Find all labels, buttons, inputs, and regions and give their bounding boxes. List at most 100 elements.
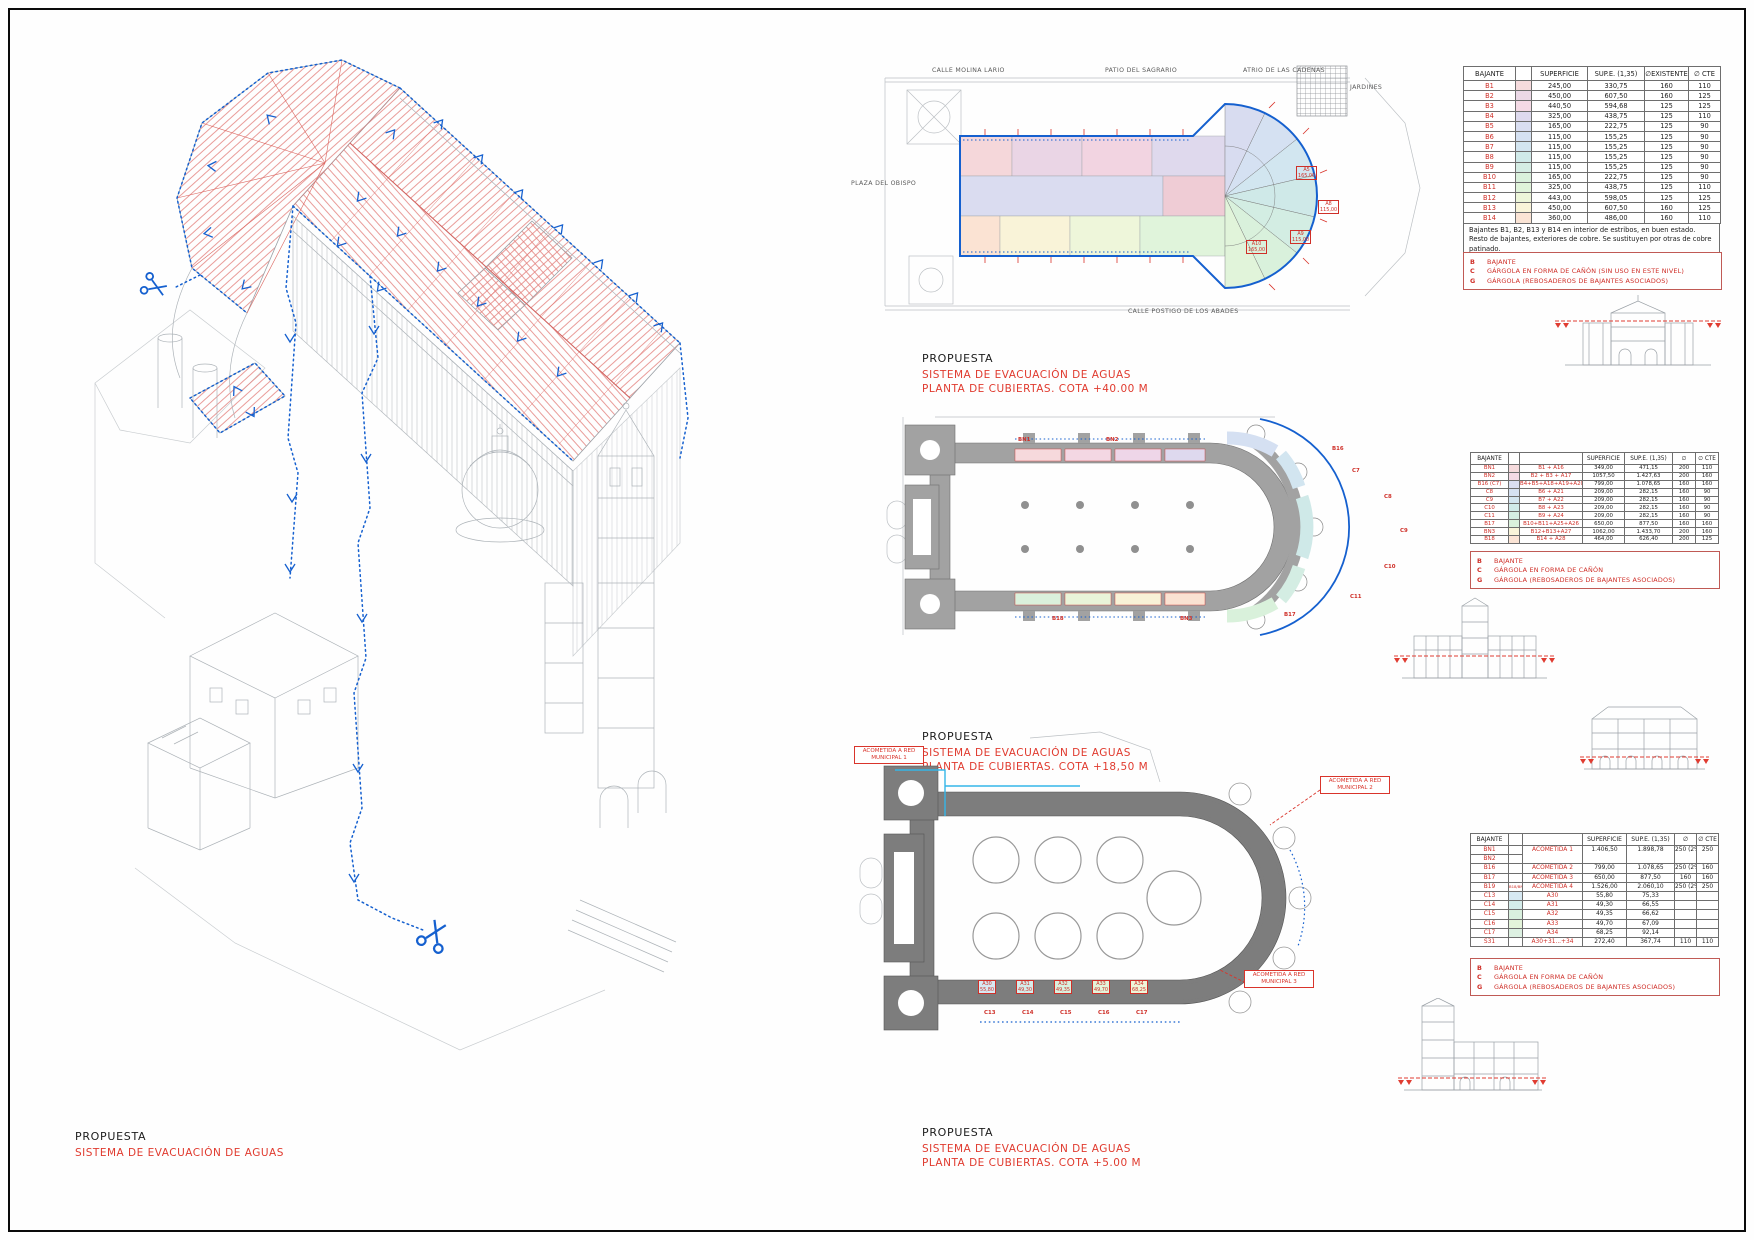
row-color-swatch bbox=[1515, 79, 1532, 92]
cell-phi-cte bbox=[1696, 900, 1719, 911]
cell-bajante: BN1 bbox=[1470, 464, 1509, 473]
table-row: B16 (C7) B4+B5+A18+A19+A20 799,00 1.078,… bbox=[1470, 479, 1719, 489]
cell-superficie: 360,00 bbox=[1531, 212, 1588, 224]
table-row: C9 B7 + A22 209,00 282,15 160 90 bbox=[1470, 495, 1719, 505]
col-phi-cte: ∅ CTE bbox=[1688, 66, 1721, 81]
cell-supe: 438,75 bbox=[1587, 181, 1645, 194]
legend-key: G bbox=[1477, 575, 1483, 584]
cell-superficie: 1.406,50 bbox=[1582, 844, 1627, 855]
cell-composicion: ACOMETIDA 4 bbox=[1522, 881, 1583, 892]
cell-phi-cte: 90 bbox=[1695, 503, 1719, 513]
col-supe: SUP.E. (1,35) bbox=[1624, 452, 1673, 465]
cell-phi-cte: 90 bbox=[1688, 130, 1721, 143]
cell-bajante: B4 bbox=[1463, 110, 1516, 122]
table-row: B1 245,00 330,75 160 110 bbox=[1463, 79, 1721, 92]
title-sistema: SISTEMA DE EVACUACIÓN DE AGUAS bbox=[922, 1143, 1131, 1156]
table-row: B17 B10+B11+A25+A26 650,00 877,50 160 16… bbox=[1470, 519, 1719, 529]
blue-perimeter bbox=[959, 102, 1318, 290]
cell-phi-cte: 160 bbox=[1695, 519, 1719, 529]
cell-bajante: B2 bbox=[1463, 90, 1516, 102]
cell-bajante: C10 bbox=[1470, 503, 1509, 513]
cell-composicion: ACOMETIDA 3 bbox=[1522, 872, 1583, 883]
cell-composicion: A30 bbox=[1522, 890, 1583, 902]
cell-phi: 160 bbox=[1672, 519, 1696, 529]
cell-supe: 2.060,10 bbox=[1626, 881, 1675, 892]
cell-supe: 155,25 bbox=[1587, 141, 1645, 153]
cell-phi: 200 bbox=[1672, 464, 1696, 473]
cell-phi: 160 bbox=[1672, 511, 1696, 521]
cell-superficie: 1062,00 bbox=[1582, 527, 1625, 537]
plan-label: B18 bbox=[1052, 616, 1064, 622]
cell-bajante: B18 bbox=[1470, 535, 1509, 544]
table-cota5: BAJANTE SUPERFICIE SUP.E. (1,35) ∅ ∅ CTE… bbox=[1470, 833, 1719, 948]
street-label-postigo: CALLE POSTIGO DE LOS ABADES bbox=[1128, 308, 1239, 315]
table-row: BN2 B2 + B3 + A17 1057,50 1.427,63 200 1… bbox=[1470, 471, 1719, 481]
table-cota40: BAJANTE SUPERFICIE SUP.E. (1,35) ∅EXISTE… bbox=[1463, 66, 1721, 224]
cell-superficie: 349,00 bbox=[1582, 464, 1625, 473]
title-planta: PLANTA DE CUBIERTAS. COTA +40.00 M bbox=[922, 382, 1149, 395]
row-color-swatch bbox=[1515, 192, 1532, 204]
cell-supe: 75,33 bbox=[1626, 890, 1675, 902]
table-row: C13 A30 55,80 75,33 bbox=[1470, 890, 1719, 902]
cell-superficie: 49,70 bbox=[1582, 918, 1627, 929]
legend-text: GÁRGOLA (REBOSADEROS DE BAJANTES ASOCIAD… bbox=[1494, 575, 1676, 584]
plan-label: C8 bbox=[1384, 494, 1392, 500]
cell-phi bbox=[1674, 900, 1697, 911]
street-label-cadenas: ATRIO DE LAS CADENAS bbox=[1243, 67, 1325, 74]
cell-phi-cte: 110 bbox=[1696, 936, 1719, 948]
cell-supe: 438,75 bbox=[1587, 110, 1645, 122]
cell-supe: 367,74 bbox=[1626, 936, 1675, 948]
plan-label: B16 bbox=[1332, 446, 1344, 452]
row-color-swatch bbox=[1508, 464, 1520, 473]
cell-phi: 110 bbox=[1674, 936, 1697, 948]
table-row: C17 A34 68,25 92,14 bbox=[1470, 927, 1719, 938]
cell-composicion: ACOMETIDA 2 bbox=[1522, 863, 1583, 874]
row-color-swatch bbox=[1508, 495, 1520, 505]
walls-poche bbox=[904, 424, 1324, 630]
cell-bajante: C9 bbox=[1470, 495, 1509, 505]
roof-plan-cota18-drawing bbox=[886, 416, 1350, 636]
row-color-swatch bbox=[1515, 110, 1532, 122]
row-color-swatch bbox=[1508, 890, 1523, 902]
table-row: B7 115,00 155,25 125 90 bbox=[1463, 141, 1721, 153]
cell-phi-cte: 110 bbox=[1688, 79, 1721, 92]
cell-phi-cte: 250 bbox=[1696, 881, 1719, 892]
elevation-drawing-3 bbox=[1580, 706, 1709, 770]
row-color-swatch bbox=[1508, 487, 1520, 497]
table-row: B6 115,00 155,25 125 90 bbox=[1463, 130, 1721, 143]
cell-bajante: B17 bbox=[1470, 872, 1509, 883]
cell-superficie: 440,50 bbox=[1531, 100, 1588, 112]
table-row: S31 A30+31...+34 272,40 367,74 110 110 bbox=[1470, 936, 1719, 948]
cell-superficie: 115,00 bbox=[1531, 141, 1588, 153]
cell-superficie: 1057,50 bbox=[1582, 471, 1625, 481]
cell-phi bbox=[1674, 854, 1697, 865]
cell-composicion: A33 bbox=[1522, 918, 1583, 929]
legend-key: C bbox=[1477, 566, 1482, 574]
cell-supe bbox=[1626, 854, 1675, 865]
table-row: B4 325,00 438,75 125 110 bbox=[1463, 110, 1721, 122]
cell-phi: 250 (2%) bbox=[1674, 881, 1697, 892]
col-superficie: SUPERFICIE bbox=[1531, 66, 1588, 81]
col-phi-cte: ∅ CTE bbox=[1696, 833, 1719, 846]
col-color bbox=[1508, 833, 1523, 846]
cell-supe: 594,68 bbox=[1587, 100, 1645, 112]
cell-phi: 250 (2%) bbox=[1674, 863, 1697, 874]
col-bajante: BAJANTE bbox=[1470, 452, 1509, 465]
cell-phi-cte bbox=[1696, 854, 1719, 865]
row-color-swatch bbox=[1515, 100, 1532, 112]
row-color-swatch bbox=[1508, 936, 1523, 948]
cell-composicion: A30+31...+34 bbox=[1522, 936, 1583, 948]
cell-phi-cte: 250 bbox=[1696, 844, 1719, 855]
row-color-swatch bbox=[1515, 171, 1532, 183]
cell-composicion: B1 + A16 bbox=[1519, 464, 1583, 473]
roof-planes bbox=[176, 59, 681, 462]
cell-phi-existente: 125 bbox=[1644, 100, 1689, 112]
cell-phi: 160 bbox=[1672, 479, 1696, 489]
cell-composicion: B12+B13+A27 bbox=[1519, 527, 1583, 537]
cell-bajante: BN2 bbox=[1470, 854, 1509, 865]
row-color-swatch bbox=[1508, 909, 1523, 920]
title-planta: PLANTA DE CUBIERTAS. COTA +5.00 M bbox=[922, 1156, 1142, 1169]
row-color-swatch bbox=[1515, 90, 1532, 102]
